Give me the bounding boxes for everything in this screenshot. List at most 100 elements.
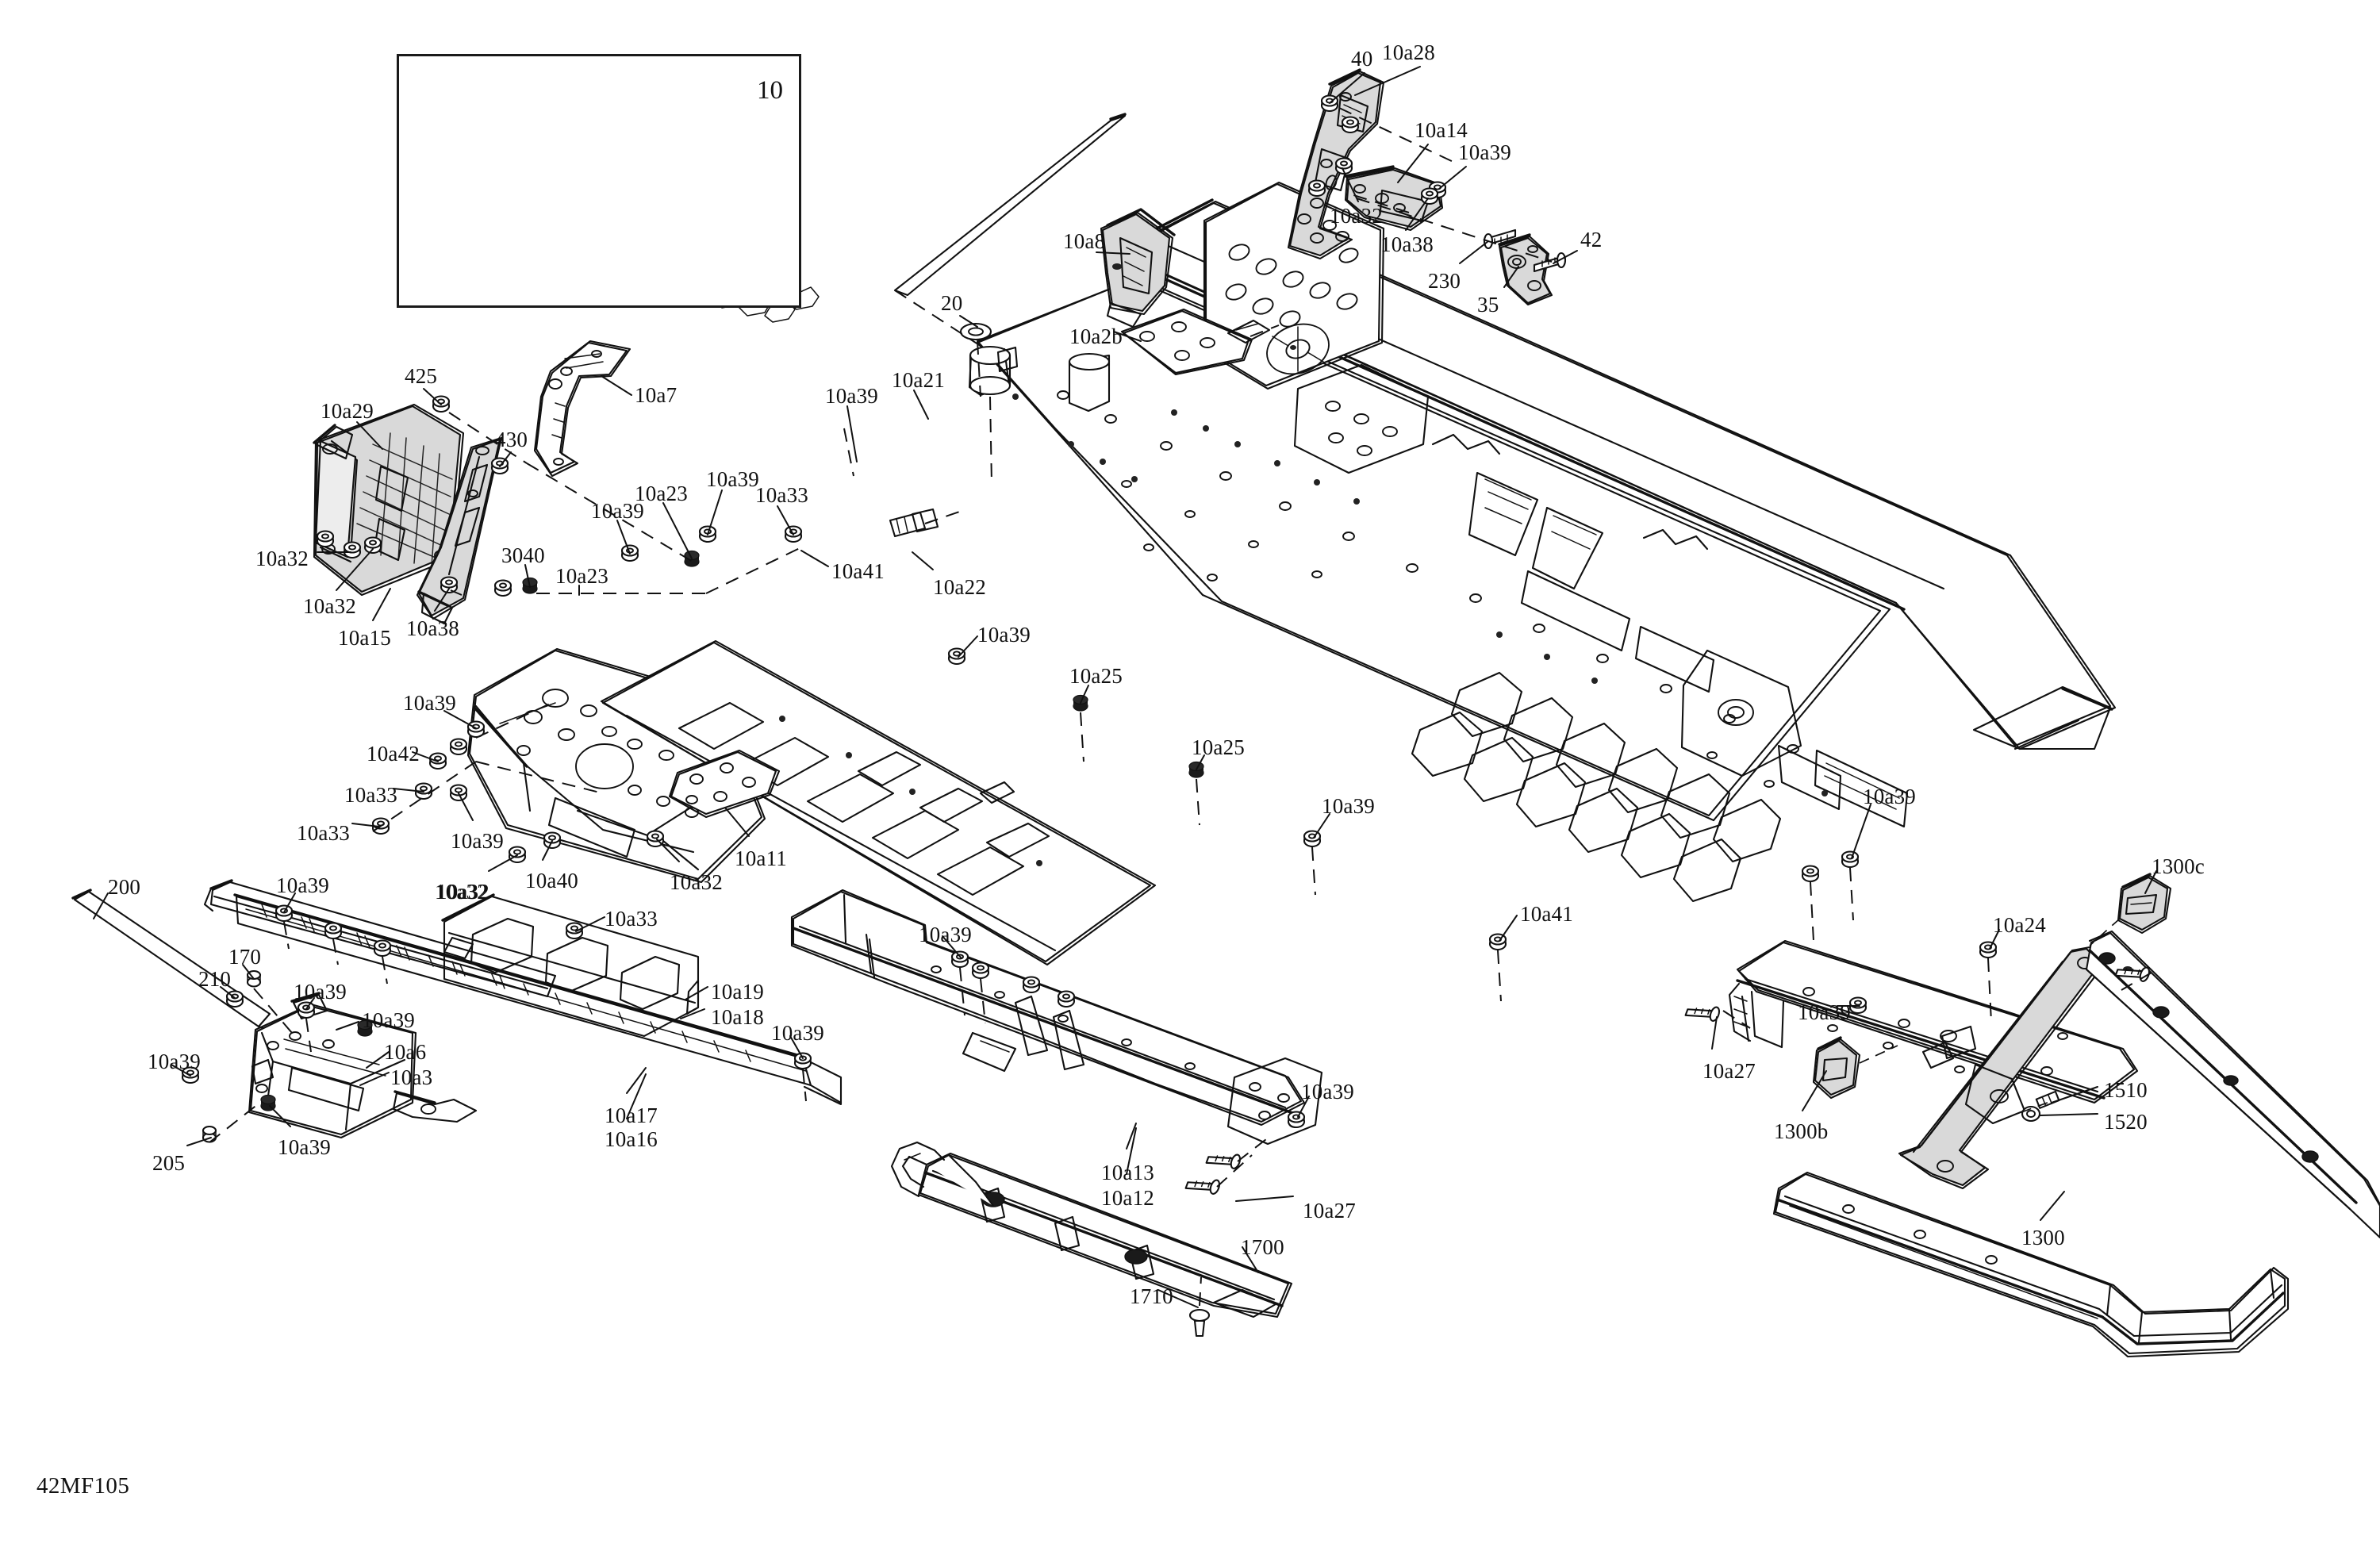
sheet-code: 42MF105 bbox=[36, 1473, 130, 1499]
callout-label-230: 230 bbox=[1428, 269, 1461, 293]
part-rod bbox=[893, 114, 1127, 297]
part-35-bracket bbox=[1498, 233, 1553, 306]
callout-label-10a39: 10a39 bbox=[771, 1021, 824, 1045]
callout-label-1300: 1300 bbox=[2021, 1226, 2065, 1249]
part-10a11-plate bbox=[668, 749, 781, 819]
callout-label-10a24: 10a24 bbox=[1993, 913, 2046, 937]
part-10a2b-plate bbox=[1120, 308, 1271, 376]
callout-label-10a28: 10a28 bbox=[1382, 40, 1435, 64]
leader-lines bbox=[93, 66, 2157, 1308]
callout-label-10a23: 10a23 bbox=[555, 564, 608, 588]
callout-label-10a39: 10a39 bbox=[1863, 785, 1916, 808]
callout-label-10a13: 10a13 bbox=[1101, 1161, 1154, 1184]
part-20-bushing bbox=[959, 322, 1019, 397]
callout-label-10a39: 10a39 bbox=[1798, 1000, 1851, 1024]
part-right-crossmember bbox=[1728, 939, 2139, 1104]
callout-label-35: 35 bbox=[1477, 293, 1499, 317]
part-10a19-rail bbox=[441, 893, 700, 1038]
part-front-suspension-arm bbox=[71, 889, 478, 1139]
callout-label-1700: 1700 bbox=[1241, 1235, 1284, 1259]
callout-label-10a33: 10a33 bbox=[605, 907, 658, 931]
callout-label-10a39: 10a39 bbox=[825, 384, 878, 408]
callout-label-10a39: 10a39 bbox=[1458, 140, 1511, 164]
callout-label-210: 210 bbox=[198, 967, 232, 991]
callout-label-10a40: 10a40 bbox=[525, 869, 578, 892]
part-tunnel-standpipe bbox=[1068, 352, 1111, 413]
callout-label-1520: 1520 bbox=[2104, 1110, 2148, 1134]
callout-label-10a39: 10a39 bbox=[403, 691, 456, 715]
callout-label-10a25: 10a25 bbox=[1192, 735, 1245, 759]
callout-label-10a32: 10a32 bbox=[670, 870, 723, 894]
callout-label-10a42: 10a42 bbox=[367, 742, 420, 766]
part-10a24-rear-arm bbox=[1898, 946, 2106, 1190]
callout-label-10a32: 10a32 bbox=[1330, 204, 1383, 228]
callout-label-10a27: 10a27 bbox=[1303, 1199, 1356, 1223]
callout-label-10a23: 10a23 bbox=[635, 482, 688, 505]
callout-label-10a29: 10a29 bbox=[321, 399, 374, 423]
callout-label-10a22: 10a22 bbox=[933, 575, 986, 599]
callout-label-430: 430 bbox=[495, 428, 528, 451]
callout-label-425: 425 bbox=[405, 364, 438, 388]
part-10a22-stud bbox=[889, 508, 939, 538]
callout-label-10a39: 10a39 bbox=[591, 499, 644, 523]
callout-label-10a33: 10a33 bbox=[344, 783, 397, 807]
callout-label-10a41: 10a41 bbox=[1520, 902, 1573, 926]
callout-label-10a32: 10a32 bbox=[435, 880, 488, 904]
callout-label-170: 170 bbox=[228, 945, 262, 969]
callout-label-10a38: 10a38 bbox=[406, 616, 459, 640]
callout-label-42: 42 bbox=[1580, 228, 1603, 251]
part-10a15-strut bbox=[416, 436, 503, 625]
callout-label-10a32: 10a32 bbox=[303, 594, 356, 618]
callout-label-10a41: 10a41 bbox=[831, 559, 885, 583]
callout-label-10a39: 10a39 bbox=[706, 467, 759, 491]
callout-label-10a39: 10a39 bbox=[294, 980, 347, 1004]
callout-label-10a15: 10a15 bbox=[338, 626, 391, 650]
callout-label-3040: 3040 bbox=[501, 543, 545, 567]
part-10a13-arm bbox=[790, 889, 1323, 1146]
callout-label-1710: 1710 bbox=[1130, 1284, 1173, 1308]
callout-label-10a39: 10a39 bbox=[148, 1050, 201, 1073]
inset-detail-box bbox=[397, 54, 801, 308]
callout-label-10a27: 10a27 bbox=[1702, 1059, 1756, 1083]
callout-label-40: 40 bbox=[1351, 47, 1373, 71]
callout-label-10a32: 10a32 bbox=[255, 547, 309, 570]
callout-label-10a17: 10a17 bbox=[605, 1104, 658, 1127]
callout-label-10a7: 10a7 bbox=[635, 383, 678, 407]
part-10a7-bracket bbox=[533, 340, 631, 478]
callout-label-1300b: 1300b bbox=[1774, 1119, 1829, 1143]
callout-label-10a25: 10a25 bbox=[1069, 664, 1123, 688]
callout-label-10a38: 10a38 bbox=[1380, 232, 1434, 256]
inset-callout-number: 10 bbox=[757, 76, 783, 105]
callout-label-10a2b: 10a2b bbox=[1069, 324, 1123, 348]
part-right-side-brace bbox=[1812, 873, 2380, 1239]
callout-label-10a33: 10a33 bbox=[297, 821, 350, 845]
callout-label-10a39: 10a39 bbox=[362, 1008, 415, 1032]
callout-label-10a6: 10a6 bbox=[384, 1040, 427, 1064]
callout-label-10a12: 10a12 bbox=[1101, 1186, 1154, 1210]
tunnel-main-body bbox=[976, 181, 2117, 903]
heat-exchanger-louvers bbox=[1411, 671, 1782, 903]
callout-label-1300c: 1300c bbox=[2152, 854, 2205, 878]
callout-label-10a19: 10a19 bbox=[711, 980, 764, 1004]
callout-label-10a33: 10a33 bbox=[755, 483, 808, 507]
callout-label-10a39: 10a39 bbox=[1301, 1080, 1354, 1104]
assembly-axis-lines bbox=[209, 107, 2152, 1307]
callout-label-10a39: 10a39 bbox=[977, 623, 1031, 647]
part-1300-bumper bbox=[1772, 1171, 2290, 1358]
callout-label-10a14: 10a14 bbox=[1415, 118, 1468, 142]
callout-label-10a11: 10a11 bbox=[735, 846, 787, 870]
callout-label-10a18: 10a18 bbox=[711, 1005, 764, 1029]
callout-label-205: 205 bbox=[152, 1151, 186, 1175]
callout-label-10a32: 10a32 bbox=[436, 880, 489, 904]
callout-label-10a39: 10a39 bbox=[451, 829, 504, 853]
callout-label-10a16: 10a16 bbox=[605, 1127, 658, 1151]
part-1710-screw bbox=[1188, 1308, 1211, 1338]
callout-label-20: 20 bbox=[941, 291, 963, 315]
part-front-curved-leg bbox=[890, 1141, 994, 1207]
callout-label-10a3: 10a3 bbox=[390, 1065, 433, 1089]
callout-label-1510: 1510 bbox=[2104, 1078, 2148, 1102]
part-10a8-bracket bbox=[1100, 208, 1176, 328]
callout-label-10a39: 10a39 bbox=[919, 923, 972, 946]
